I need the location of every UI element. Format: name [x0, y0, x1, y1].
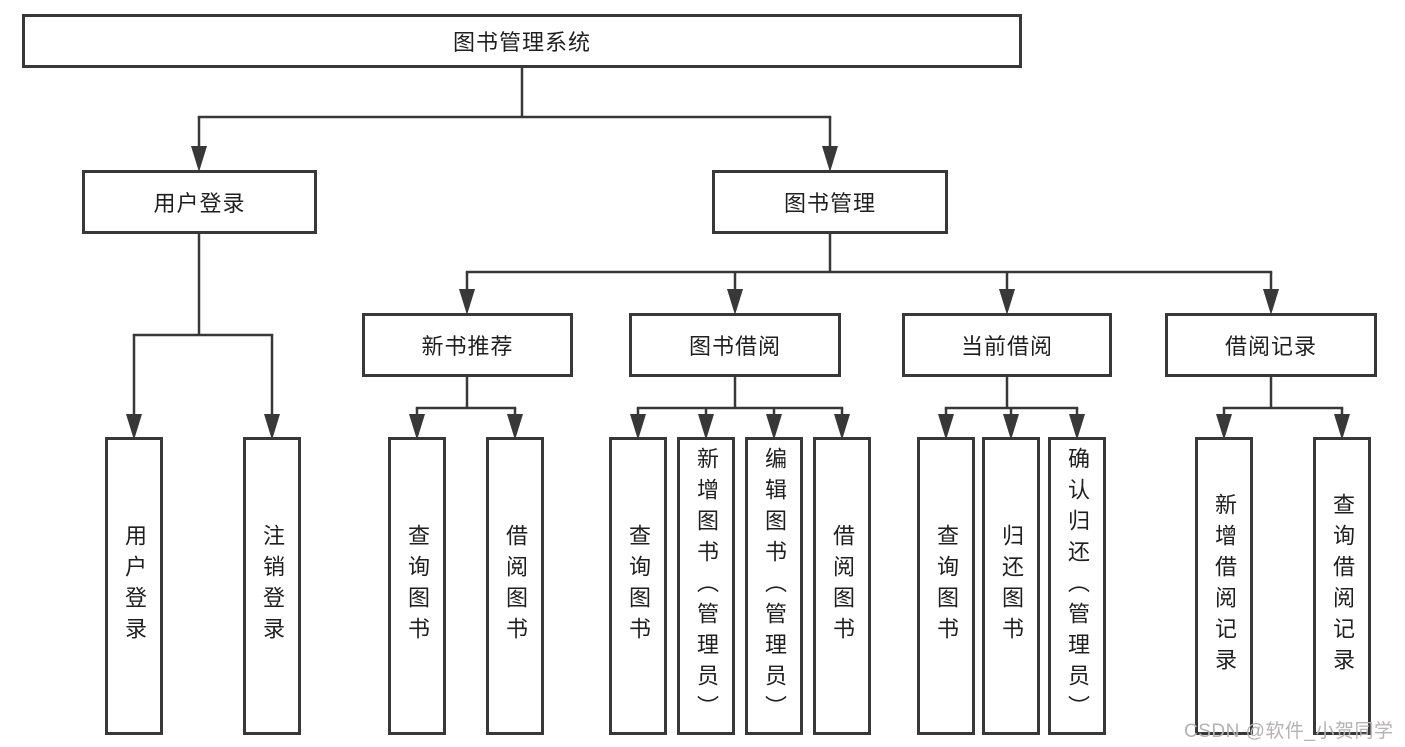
node-current-borrowing: 当前借阅 [902, 313, 1112, 377]
leaf-current-confirm-return-admin: 确认归还（管理员） [1048, 437, 1106, 735]
node-book-borrowing: 图书借阅 [629, 313, 841, 377]
leaf-records-query-record: 查询借阅记录 [1313, 437, 1371, 735]
leaf-borrowing-edit-book-admin: 编辑图书（管理员） [745, 437, 803, 735]
arrowheads [126, 146, 1350, 440]
leaf-current-query-book: 查询图书 [917, 437, 975, 735]
leaf-borrowing-borrow-book: 借阅图书 [813, 437, 871, 735]
csdn-watermark: CSDN @软件_小贺同学 [1184, 721, 1394, 742]
node-book-management-label: 图书管理 [783, 191, 876, 216]
leaf-current-return-book: 归还图书 [982, 437, 1040, 735]
node-borrowing-records-label: 借阅记录 [1224, 334, 1317, 359]
leaf-recommend-query-book: 查询图书 [388, 437, 446, 735]
node-user-login-label: 用户登录 [153, 191, 246, 216]
leaf-logout: 注销登录 [243, 437, 301, 735]
leaf-borrowing-add-book-admin: 新增图书（管理员） [677, 437, 735, 735]
node-new-book-recommend: 新书推荐 [362, 313, 573, 377]
node-user-login: 用户登录 [82, 170, 317, 234]
node-root-label: 图书管理系统 [452, 30, 591, 55]
node-book-management: 图书管理 [712, 170, 948, 234]
leaf-recommend-borrow-book: 借阅图书 [486, 437, 544, 735]
node-new-book-recommend-label: 新书推荐 [421, 334, 514, 359]
node-borrowing-records: 借阅记录 [1165, 313, 1377, 377]
leaf-borrowing-query-book: 查询图书 [609, 437, 667, 735]
leaf-user-login: 用户登录 [105, 437, 163, 735]
node-current-borrowing-label: 当前借阅 [960, 334, 1053, 359]
leaf-records-add-record: 新增借阅记录 [1195, 437, 1253, 735]
node-book-borrowing-label: 图书借阅 [688, 334, 781, 359]
node-root: 图书管理系统 [22, 14, 1022, 68]
